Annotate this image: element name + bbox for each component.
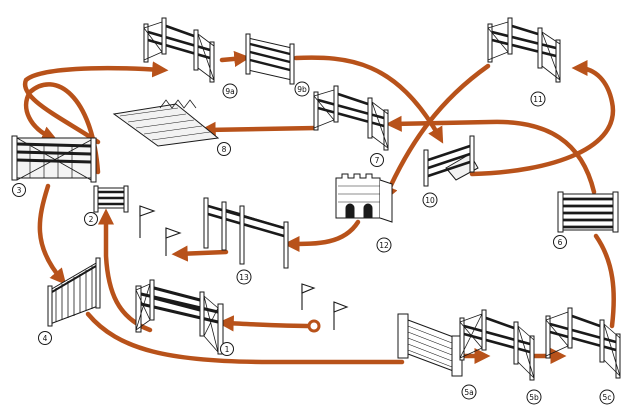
label-5b: 5b: [526, 389, 542, 405]
svg-text:12: 12: [379, 241, 389, 250]
label-2: 2: [84, 212, 98, 226]
label-7: 7: [370, 153, 384, 167]
label-11: 11: [530, 91, 546, 107]
label-6: 6: [553, 235, 567, 249]
fence-7-parallel: [313, 85, 389, 151]
label-4: 4: [38, 331, 52, 345]
fence-5b-combination: [459, 309, 535, 381]
fence-5c-combination: [545, 307, 621, 379]
svg-text:6: 6: [558, 238, 563, 247]
svg-text:9a: 9a: [225, 87, 234, 96]
label-3: 3: [12, 183, 26, 197]
route-1-to-2: [97, 208, 153, 333]
route-start-to-1: [217, 315, 315, 332]
route-11-to-12: [382, 63, 491, 202]
svg-text:4: 4: [43, 334, 48, 343]
svg-text:11: 11: [533, 95, 543, 104]
route-2-to-3: [23, 82, 101, 175]
svg-text:5a: 5a: [464, 388, 473, 397]
fence-number-labels: 1 2 3 4 5a 5b 5c 6 7 8 9a 9b 10 11 12 13: [12, 81, 615, 405]
label-13: 13: [236, 269, 252, 285]
route-13-to-finish: [171, 245, 229, 262]
finish-flag-upper: [139, 205, 156, 238]
fence-6-rails: [557, 191, 619, 233]
label-8: 8: [217, 142, 231, 156]
route-9a-to-9b: [219, 50, 251, 67]
svg-text:8: 8: [222, 145, 227, 154]
fence-13-rails: [203, 197, 289, 269]
route-8-to-9a: [22, 61, 169, 145]
flags: [139, 205, 349, 333]
fence-9a-gate: [143, 17, 215, 83]
fence-9b-rails: [245, 33, 295, 85]
route-12-to-13: [283, 219, 361, 253]
fence-5a-wall: [397, 313, 463, 377]
start-point: [307, 319, 321, 333]
route-9b-to-10: [293, 55, 444, 144]
start-flag-right: [333, 301, 349, 330]
fence-8-water: [112, 99, 220, 147]
fences: [11, 17, 621, 381]
fence-4-planks: [47, 257, 101, 327]
fence-2-gate: [93, 185, 129, 213]
svg-text:5c: 5c: [603, 393, 612, 402]
svg-text:10: 10: [425, 196, 435, 205]
fence-12-castle: [335, 173, 393, 223]
svg-text:2: 2: [89, 215, 94, 224]
svg-text:3: 3: [17, 186, 22, 195]
route-3-to-4: [37, 183, 67, 285]
label-9b: 9b: [294, 81, 310, 97]
svg-text:1: 1: [225, 345, 230, 354]
start-flag-left: [301, 283, 316, 310]
fence-11-combination: [487, 17, 561, 83]
svg-text:7: 7: [375, 156, 380, 165]
route-7-to-8: [199, 121, 319, 138]
route-4-to-5a: [85, 311, 405, 365]
fence-3-triple-bar: [11, 135, 97, 183]
svg-text:5b: 5b: [529, 393, 539, 402]
label-1: 1: [220, 342, 234, 356]
label-9a: 9a: [222, 83, 238, 99]
svg-text:9b: 9b: [297, 85, 307, 94]
fence-10-ditch: [423, 135, 479, 187]
route-5c-to-6: [593, 233, 616, 329]
route-6-to-7: [385, 115, 597, 195]
label-5a: 5a: [461, 384, 477, 400]
label-12: 12: [376, 237, 392, 253]
label-5c: 5c: [599, 389, 615, 405]
fence-1-parallel: [135, 279, 224, 355]
route-10-to-11: [469, 59, 616, 177]
svg-text:13: 13: [239, 273, 249, 282]
route: [22, 50, 616, 365]
finish-flag-lower: [165, 227, 182, 256]
label-10: 10: [422, 192, 438, 208]
